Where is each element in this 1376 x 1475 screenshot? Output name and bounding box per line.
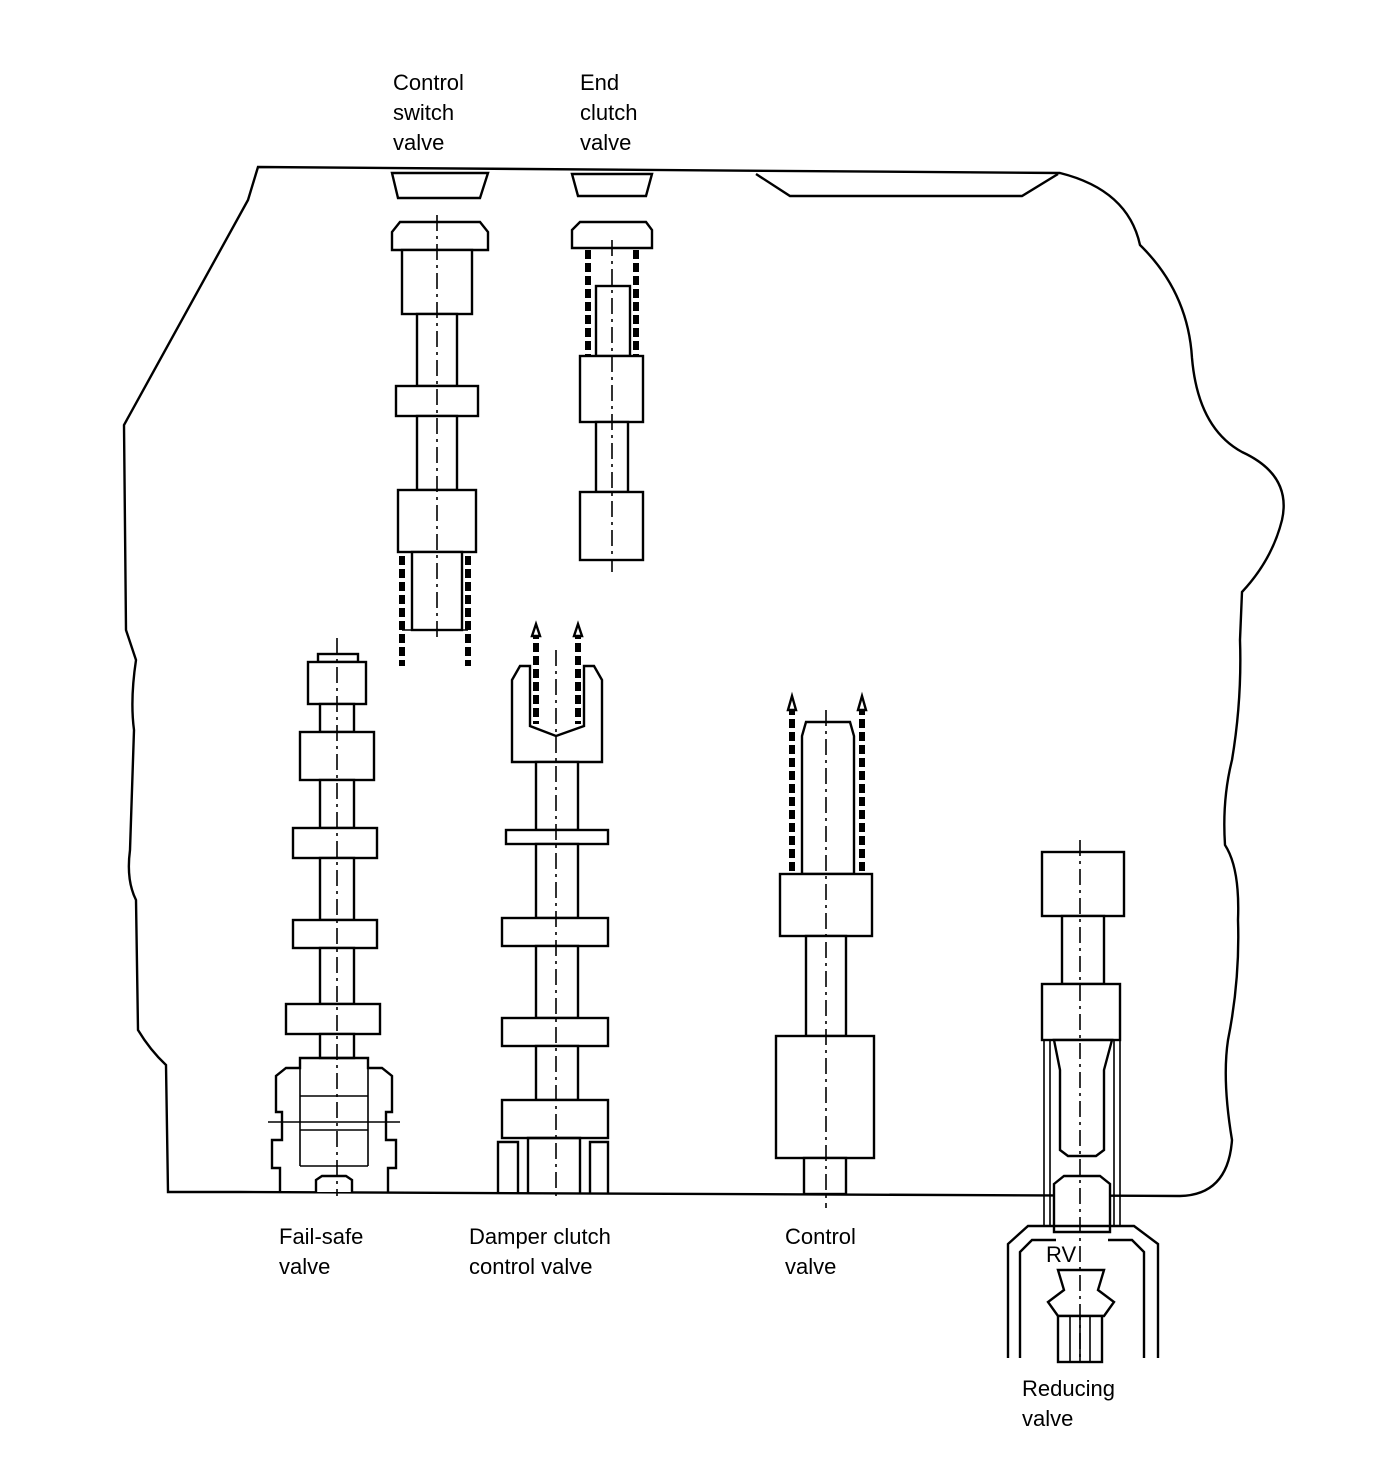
label-line: valve [279, 1254, 331, 1279]
control-valve [774, 691, 876, 1208]
end-clutch-valve-inner-plug [594, 284, 632, 358]
label-line: switch [393, 100, 455, 125]
control-switch-valve [390, 171, 490, 666]
fail-safe-valve-end-plug [314, 1174, 354, 1192]
damper-clutch-control-valve-stem [534, 842, 580, 920]
label-control-switch-valve: Control switch valve [393, 68, 464, 158]
label-line: valve [785, 1254, 837, 1279]
damper-clutch-control-valve-arrow-heads [530, 620, 584, 638]
label-line: valve [393, 130, 445, 155]
label-line: Control [393, 70, 464, 95]
label-line: valve [580, 130, 632, 155]
valve-body-top-recess [755, 172, 1059, 198]
damper-clutch-control-valve-end-plug [496, 1136, 610, 1194]
reducing-valve-sleeve-wall [1043, 1040, 1121, 1226]
label-end-clutch-valve: End clutch valve [580, 68, 637, 158]
reducing-valve-spring-guide [1052, 1038, 1114, 1158]
label-control-valve: Control valve [785, 1222, 856, 1282]
fail-safe-valve-inner-bore [299, 1068, 369, 1167]
end-clutch-valve [570, 172, 654, 572]
damper-clutch-control-valve-land [500, 1098, 610, 1140]
damper-clutch-control-valve-arrows [533, 630, 581, 724]
damper-clutch-control-valve-stem [534, 1044, 580, 1102]
reducing-valve-rv-marking: RV [1046, 1242, 1076, 1267]
control-valve-land [774, 1034, 876, 1160]
damper-clutch-control-valve-stem [534, 760, 580, 832]
label-line: Control [785, 1224, 856, 1249]
label-line: control valve [469, 1254, 593, 1279]
control-valve-arrow-heads [786, 691, 868, 712]
damper-clutch-control-valve [496, 620, 610, 1200]
damper-clutch-control-valve-top-cup [510, 664, 604, 764]
label-damper-clutch-control-valve: Damper clutch control valve [469, 1222, 611, 1282]
end-clutch-valve-plug [570, 172, 654, 198]
reducing-valve-land [1040, 982, 1122, 1042]
fail-safe-valve-land [284, 1002, 382, 1036]
reducing-valve-land [1040, 850, 1126, 918]
control-switch-valve-plug [390, 171, 490, 200]
label-line: Reducing [1022, 1376, 1115, 1401]
end-clutch-valve-sleeve-wall [585, 250, 639, 356]
end-clutch-valve-end-land [570, 220, 654, 250]
label-reducing-valve: Reducing valve [1022, 1374, 1115, 1434]
damper-clutch-control-valve-stem [534, 944, 580, 1020]
label-line: clutch [580, 100, 638, 125]
control-switch-valve-end-land [390, 220, 490, 252]
damper-clutch-control-valve-land [500, 1016, 610, 1048]
fail-safe-valve-cap [316, 652, 360, 664]
label-line: Damper clutch [469, 1224, 611, 1249]
damper-clutch-control-valve-land [504, 828, 610, 846]
fail-safe-valve-housing [270, 1056, 398, 1192]
control-valve-sleeve-wall [789, 706, 865, 874]
reducing-valve-adjuster [1052, 1174, 1112, 1234]
control-switch-valve-sleeve [410, 550, 464, 632]
reducing-valve-bracket [1006, 1224, 1160, 1358]
reducing-valve-stem [1060, 914, 1106, 986]
label-line: valve [1022, 1406, 1074, 1431]
control-switch-valve-sleeve-wall [399, 556, 471, 666]
label-line: Fail-safe [279, 1224, 364, 1249]
label-fail-safe-valve: Fail-safe valve [279, 1222, 363, 1282]
reducing-valve: RV [1006, 840, 1160, 1364]
label-line: End [580, 70, 620, 95]
reducing-valve-lock-nut [1046, 1268, 1116, 1318]
control-valve-plunger [800, 720, 856, 876]
valve-body-outline [122, 165, 1285, 1198]
fail-safe-valve [268, 638, 400, 1196]
fail-safe-valve-land [291, 918, 379, 950]
fail-safe-valve-land [291, 826, 379, 860]
damper-clutch-control-valve-land [500, 916, 610, 948]
control-valve-stem [802, 1156, 848, 1196]
